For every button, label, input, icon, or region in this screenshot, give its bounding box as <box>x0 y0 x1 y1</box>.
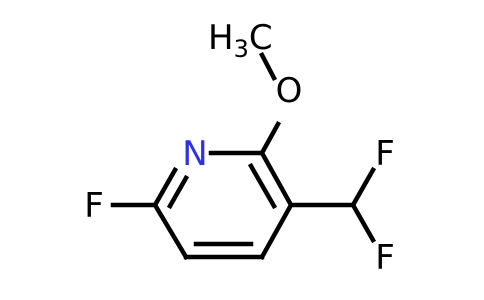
atom-oxygen: O <box>276 71 303 111</box>
bond-o-ch3 <box>258 51 278 82</box>
methyl-carbon: C <box>249 18 273 58</box>
methyl-subscript: 3 <box>234 35 249 63</box>
bond-c6-n-inner <box>166 174 190 210</box>
bond-c2-c3-inner <box>247 162 278 210</box>
ring-bonds <box>151 149 295 261</box>
methyl-hydrogen: H <box>208 18 234 58</box>
methyl-label: H3C <box>208 18 273 63</box>
substituent-bonds <box>110 51 377 244</box>
bond-chf2-f-top <box>349 166 377 209</box>
bond-c5-c6 <box>151 201 190 261</box>
atom-nitrogen: N <box>182 134 207 174</box>
bond-c3-c4 <box>258 201 295 261</box>
atom-fluorine-ring: F <box>84 186 104 226</box>
bond-c2-c3-outer <box>258 149 295 209</box>
bond-c6-n-outer <box>151 166 179 209</box>
atom-fluorine-bottom: F <box>375 238 395 278</box>
bond-chf2-f-bottom <box>349 201 377 244</box>
bond-c2-o <box>258 120 282 157</box>
atom-fluorine-top: F <box>375 134 395 174</box>
